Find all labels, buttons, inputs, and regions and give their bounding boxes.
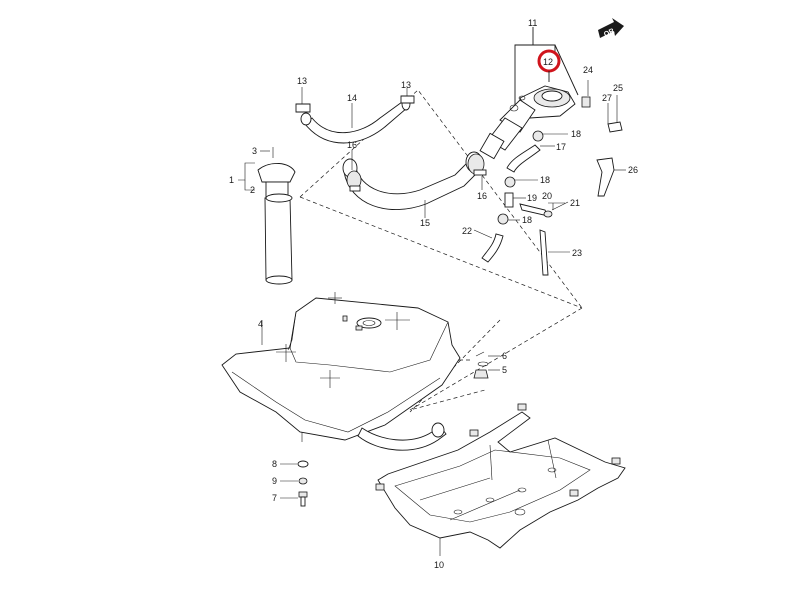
label-part-24: 24 — [583, 65, 593, 75]
label-part-15: 15 — [420, 218, 430, 228]
label-part-16a: 16 — [347, 140, 357, 150]
label-part-13a: 13 — [297, 76, 307, 86]
label-part-6: 6 — [502, 351, 507, 361]
label-part-16b: 16 — [477, 191, 487, 201]
part-12-highlight — [537, 49, 561, 82]
label-part-4: 4 — [258, 319, 263, 329]
bolt-stack — [280, 460, 309, 507]
direction-marker-text: OR — [603, 28, 615, 39]
label-part-25: 25 — [613, 83, 623, 93]
label-part-27: 27 — [602, 93, 612, 103]
hose-14 — [295, 87, 415, 144]
tank-protector-frame — [375, 403, 626, 556]
part-labels: 11 12 13 13 14 16 16 15 3 1 2 4 24 25 27… — [229, 18, 638, 570]
label-part-21: 21 — [570, 198, 580, 208]
label-part-22: 22 — [462, 226, 472, 236]
hose-15 — [342, 150, 487, 218]
breather-parts — [473, 80, 626, 276]
label-part-9: 9 — [272, 476, 277, 486]
label-part-20: 20 — [542, 191, 552, 201]
label-part-26: 26 — [628, 165, 638, 175]
label-part-17: 17 — [556, 142, 566, 152]
label-part-12: 12 — [543, 57, 553, 67]
fuel-tank — [221, 292, 461, 451]
label-part-8: 8 — [272, 459, 277, 469]
label-part-3: 3 — [252, 146, 257, 156]
label-part-18c: 18 — [522, 215, 532, 225]
label-part-7: 7 — [272, 493, 277, 503]
label-part-18b: 18 — [540, 175, 550, 185]
label-part-19: 19 — [527, 193, 537, 203]
label-part-11: 11 — [528, 18, 537, 28]
label-part-1: 1 — [229, 175, 234, 185]
label-part-13b: 13 — [401, 80, 411, 90]
label-part-23: 23 — [572, 248, 582, 258]
tank-small-parts — [473, 351, 500, 379]
filler-neck-assembly — [479, 27, 579, 160]
label-part-5: 5 — [502, 365, 507, 375]
label-part-18a: 18 — [571, 129, 581, 139]
label-part-10: 10 — [434, 560, 444, 570]
fuel-pump-assembly — [238, 147, 296, 285]
front-direction-arrow-icon: OR — [598, 18, 624, 39]
label-part-2: 2 — [250, 185, 255, 195]
label-part-14: 14 — [347, 93, 357, 103]
